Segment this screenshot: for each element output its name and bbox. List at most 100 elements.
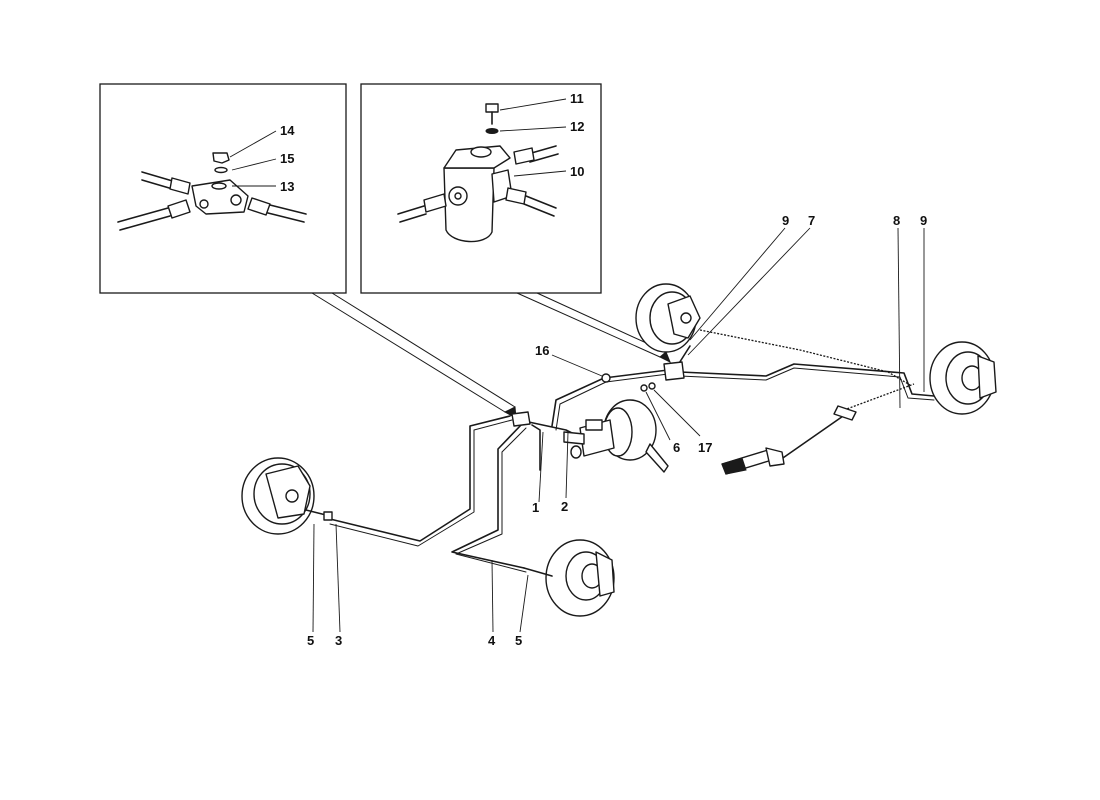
handbrake-cable-left [699,329,911,386]
callout-11: 11 [570,91,584,106]
leader-1 [538,431,544,503]
fl-fitting [323,511,333,521]
callout-labels: 1 2 3 4 5 5 6 7 8 9 9 10 11 12 13 14 15 … [280,91,927,648]
valve-top-boss [470,146,492,158]
arrowhead-right [659,351,671,364]
callout-17: 17 [698,440,712,455]
callout-14: 14 [280,123,295,138]
leader-6 [645,391,671,441]
valve-fitting-left [423,193,447,213]
callout-15: 15 [280,151,294,166]
callout-4: 4 [488,633,496,648]
pipe-left-lower [117,207,171,231]
fr-hose [523,567,553,577]
leader-5b [519,574,529,633]
washer-17 [648,382,656,390]
front-left-brake [241,457,333,535]
cable-equalizer [833,405,857,421]
callout-5-right: 5 [515,633,522,648]
callout-9-left: 9 [782,213,789,228]
valve-fitting-top [513,147,535,165]
t-union-port-2 [199,199,209,209]
fitting-lower [167,199,191,219]
fitting-right [247,197,271,216]
leader-17 [653,389,701,437]
leader-15 [231,158,277,171]
unions [511,361,685,427]
callout-13: 13 [280,179,294,194]
rear-left-brake [635,283,701,353]
brake-line-2-stub [531,424,541,471]
front-right-brake [523,539,615,617]
callout-2: 2 [561,499,568,514]
brake-line-3-b [329,419,513,547]
handbrake-rod [779,413,847,461]
leader-2 [565,431,569,499]
brake-line-rear-right-b [679,367,935,401]
clip-16 [601,373,611,383]
brake-line-3 [329,415,511,542]
outlet-union [563,431,585,445]
leader-10 [513,170,567,177]
valve-pipe-left [397,205,427,223]
washer-15 [214,166,228,174]
leader-9a [689,227,786,341]
brake-line-4 [451,423,525,569]
callout-1: 1 [532,500,539,515]
handbrake-pivot [765,447,785,467]
leader-5a [312,523,315,633]
leader-14 [229,130,277,158]
handbrake-cable-right [843,383,915,411]
callout-10: 10 [570,164,584,179]
callout-5-left: 5 [307,633,314,648]
brake-line-rear-right [679,363,935,397]
leader-7 [687,227,811,356]
rl-hub [680,312,692,324]
master-cylinder-assembly [563,399,669,473]
brake-lines [329,345,935,573]
handbrake-grip [721,457,747,475]
leader-16 [551,354,603,377]
fl-hub [285,489,299,503]
washer-12 [485,128,499,134]
leader-12 [499,126,567,132]
fitting-upper [169,177,191,195]
leader-11 [499,98,567,111]
callout-8: 8 [893,213,900,228]
callout-9-right: 9 [920,213,927,228]
rear-right-brake [929,341,997,415]
leader-3 [335,523,341,633]
brake-line-upper-b [555,373,669,431]
callout-6: 6 [673,440,680,455]
t-union-front [511,411,531,427]
projection-arrows [311,292,671,419]
valve-port-left-hole [454,192,462,200]
valve-pipe-right [523,195,557,217]
callout-3: 3 [335,633,342,648]
leaders-main [312,227,925,633]
pipe-right [263,203,307,223]
nut-14 [212,152,230,164]
t-union-port [230,194,242,206]
servo-bracket [645,443,669,473]
inset-valve [360,83,602,294]
valve-body [443,167,495,243]
leader-8 [897,227,901,409]
inset-t-union [99,83,347,294]
callout-16: 16 [535,343,549,358]
leader-4 [491,559,494,633]
callout-7: 7 [808,213,815,228]
projection-left [311,292,516,413]
reservoir [585,419,603,431]
valve-fitting-right [505,187,527,205]
callout-12: 12 [570,119,584,134]
rr-caliper [977,355,997,399]
brake-line-4-b [455,427,527,573]
handbrake-cables [699,329,915,475]
brake-line-upper [551,369,669,427]
bolt-head-11 [485,103,499,113]
washer-13 [211,182,227,190]
fr-caliper [595,551,615,597]
